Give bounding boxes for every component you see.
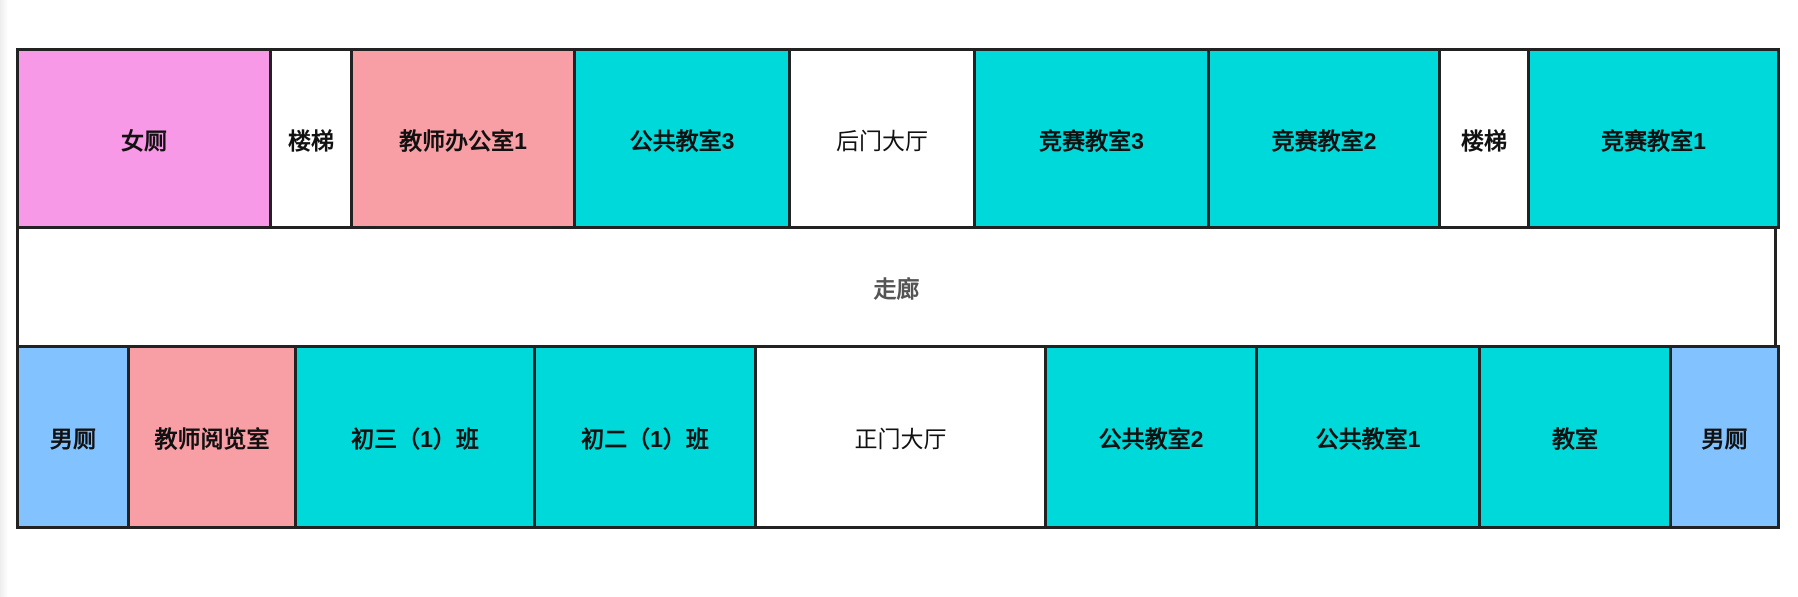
page-edge: [0, 0, 8, 597]
top-room: 竞赛教室1: [1527, 48, 1780, 229]
room-label: 教室: [1552, 426, 1598, 452]
top-room: 女厕: [16, 48, 272, 229]
top-room: 教师办公室1: [350, 48, 576, 229]
room-label: 公共教室1: [1315, 426, 1421, 452]
bottom-room: 教师阅览室: [127, 345, 297, 529]
room-label: 教师阅览室: [154, 426, 270, 452]
top-room: 公共教室3: [573, 48, 791, 229]
room-label: 后门大厅: [836, 127, 928, 154]
bottom-room: 男厕: [16, 345, 130, 529]
top-room: 楼梯: [269, 48, 353, 229]
room-label: 正门大厅: [854, 426, 947, 452]
bottom-room: 正门大厅: [754, 345, 1047, 529]
room-label: 女厕: [121, 127, 167, 154]
bottom-room: 男厕: [1669, 345, 1780, 529]
top-room: 竞赛教室2: [1207, 48, 1441, 229]
bottom-room: 教室: [1478, 345, 1672, 529]
bottom-room: 初三（1）班: [294, 345, 536, 529]
room-label: 楼梯: [1461, 127, 1507, 154]
bottom-room: 初二（1）班: [533, 345, 757, 529]
top-room: 楼梯: [1438, 48, 1530, 229]
room-label: 教师办公室1: [399, 127, 527, 154]
bottom-room: 公共教室2: [1044, 345, 1258, 529]
room-label: 男厕: [1701, 426, 1748, 452]
corridor: 走廊: [16, 226, 1777, 348]
top-room: 后门大厅: [788, 48, 976, 229]
top-room: 竞赛教室3: [973, 48, 1210, 229]
corridor-label: 走廊: [873, 276, 920, 302]
room-label: 初三（1）班: [351, 426, 479, 452]
room-label: 竞赛教室2: [1271, 127, 1377, 154]
room-label: 楼梯: [288, 127, 334, 154]
bottom-room: 公共教室1: [1255, 345, 1481, 529]
room-label: 竞赛教室3: [1039, 127, 1144, 154]
room-label: 男厕: [50, 426, 96, 452]
room-label: 公共教室2: [1098, 426, 1204, 452]
room-label: 公共教室3: [629, 127, 735, 154]
room-label: 初二（1）班: [581, 426, 709, 452]
room-label: 竞赛教室1: [1601, 127, 1706, 154]
